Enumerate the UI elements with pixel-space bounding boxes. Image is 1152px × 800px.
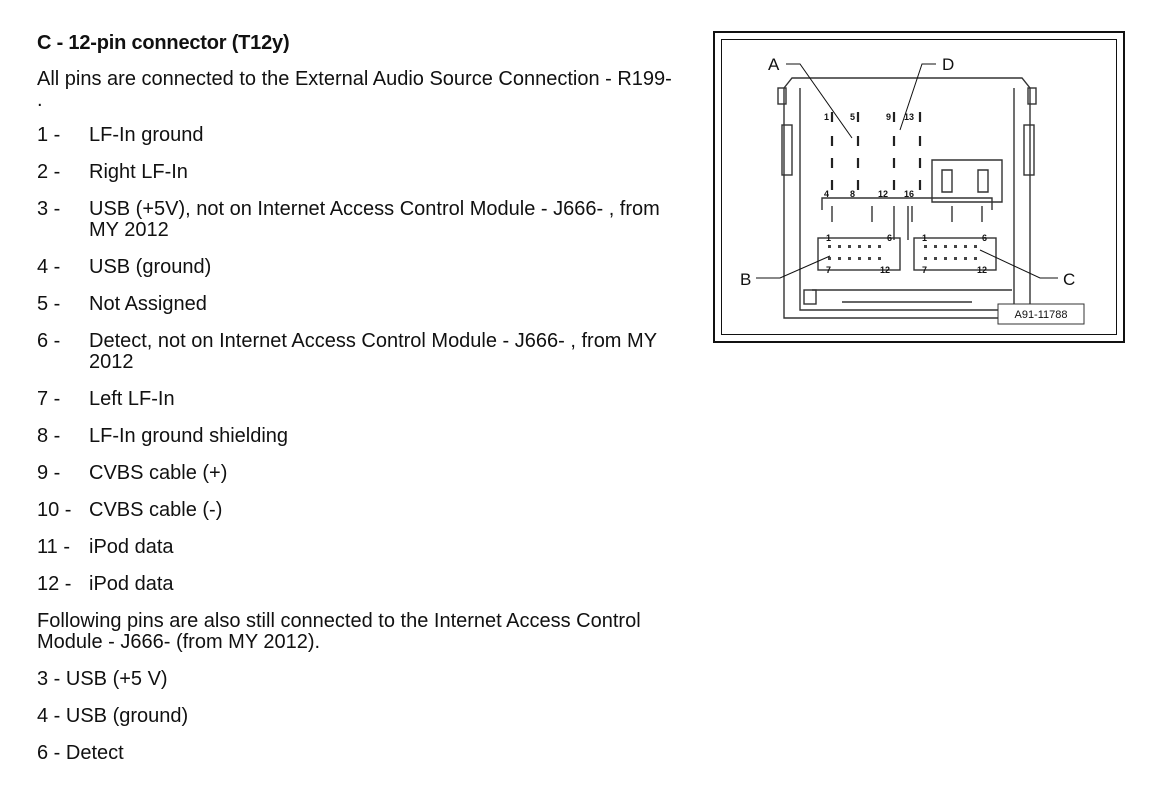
upper-pin-number: 5 xyxy=(850,112,855,122)
pin-number: 11 - xyxy=(37,536,70,558)
list-item: 6 - Detect, not on Internet Access Contro… xyxy=(37,331,677,373)
list-item: 7 - Left LF-In xyxy=(37,389,677,410)
pin-description: USB (+5V), not on Internet Access Contro… xyxy=(89,198,660,241)
upper-pin-number: 16 xyxy=(904,189,914,199)
pin-description: iPod data xyxy=(89,573,174,595)
upper-pin-number: 8 xyxy=(850,189,855,199)
lower-pin-number: 6 xyxy=(887,233,892,243)
callout-label-a: A xyxy=(768,55,780,74)
pin-number: 1 - xyxy=(37,124,61,146)
pin-description: CVBS cable (+) xyxy=(89,462,228,484)
pin-description: Not Assigned xyxy=(89,293,207,315)
lower-pin-number: 12 xyxy=(977,265,987,275)
pin-number: 6 - xyxy=(37,330,61,352)
pin-list: 1 - LF-In ground 2 - Right LF-In 3 - USB (+… xyxy=(37,125,677,595)
callout-label-d: D xyxy=(942,55,954,74)
connector-drawing: 1 5 9 13 4 8 12 16 1 6 7 12 1 6 7 12 xyxy=(740,55,1085,325)
pin-description: LF-In ground xyxy=(89,124,204,146)
section-heading: C - 12-pin connector (T12y) xyxy=(37,32,290,54)
pin-number: 4 - xyxy=(37,256,61,278)
pin-number: 3 - xyxy=(37,198,61,220)
list-item: 11 - iPod data xyxy=(37,537,677,558)
lower-pin-number: 7 xyxy=(922,265,927,275)
list-item: 3 - USB (+5 V) xyxy=(37,668,168,690)
list-item: 3 - USB (+5V), not on Internet Access Con… xyxy=(37,199,677,241)
pin-number: 12 - xyxy=(37,573,72,595)
lower-pin-number: 6 xyxy=(982,233,987,243)
intro-paragraph: All pins are connected to the External A… xyxy=(37,68,672,111)
lower-pin-number: 1 xyxy=(826,233,831,243)
figure-id-label: A91-11788 xyxy=(1014,309,1067,321)
list-item: 1 - LF-In ground xyxy=(37,125,677,146)
following-note: Following pins are also still connected … xyxy=(37,610,641,653)
pin-description: Left LF-In xyxy=(89,388,175,410)
lower-pin-number: 1 xyxy=(922,233,927,243)
pin-description-text: C - 12-pin connector (T12y) All pins are… xyxy=(37,30,677,780)
list-item: 8 - LF-In ground shielding xyxy=(37,426,677,447)
pin-number: 9 - xyxy=(37,462,61,484)
list-item: 4 - USB (ground) xyxy=(37,705,189,727)
pin-number: 10 - xyxy=(37,499,72,521)
pin-description: Detect, not on Internet Access Control M… xyxy=(89,330,657,373)
upper-pin-number: 12 xyxy=(878,189,888,199)
list-item: 12 - iPod data xyxy=(37,574,677,595)
upper-pin-number: 13 xyxy=(904,112,914,122)
list-item: 6 - Detect xyxy=(37,742,124,764)
upper-pin-number: 1 xyxy=(824,112,829,122)
list-item: 2 - Right LF-In xyxy=(37,162,677,183)
list-item: 4 - USB (ground) xyxy=(37,257,677,278)
list-item: 10 - CVBS cable (-) xyxy=(37,500,677,521)
pin-description: Right LF-In xyxy=(89,161,188,183)
list-item: 9 - CVBS cable (+) xyxy=(37,463,677,484)
lower-pin-number: 7 xyxy=(826,265,831,275)
pin-description: iPod data xyxy=(89,536,174,558)
pin-number: 5 - xyxy=(37,293,61,315)
pin-description: CVBS cable (-) xyxy=(89,499,223,521)
pin-number: 7 - xyxy=(37,388,61,410)
pin-number: 2 - xyxy=(37,161,61,183)
list-item: 5 - Not Assigned xyxy=(37,294,677,315)
following-pin-list: 3 - USB (+5 V) 4 - USB (ground) 6 - Dete… xyxy=(37,669,677,764)
pin-description: LF-In ground shielding xyxy=(89,425,289,447)
callout-label-c: C xyxy=(1063,270,1075,289)
upper-pin-number: 4 xyxy=(824,189,829,199)
connector-figure: 1 5 9 13 4 8 12 16 1 6 7 12 1 6 7 12 xyxy=(713,31,1125,343)
lower-pin-number: 12 xyxy=(880,265,890,275)
upper-pin-number: 9 xyxy=(886,112,891,122)
pin-number: 8 - xyxy=(37,425,61,447)
callout-label-b: B xyxy=(740,270,751,289)
pin-description: USB (ground) xyxy=(89,256,212,278)
figure-inner-border: 1 5 9 13 4 8 12 16 1 6 7 12 1 6 7 12 xyxy=(721,39,1117,335)
